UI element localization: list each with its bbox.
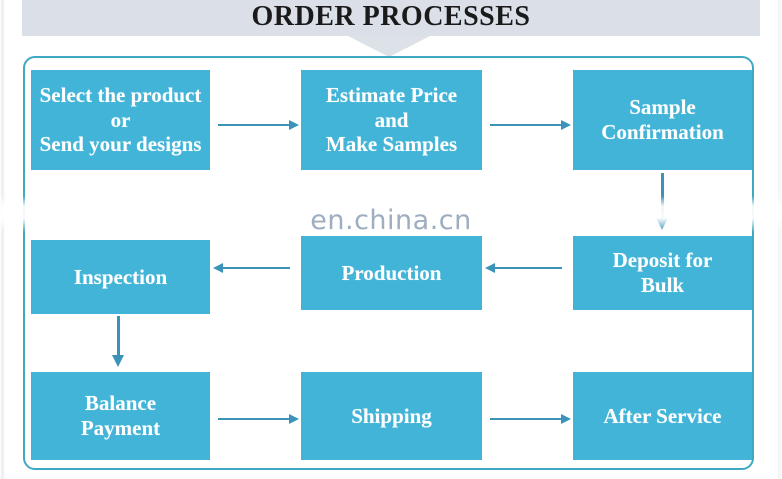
arrowhead-right-icon [561, 120, 571, 130]
arrow-deposit-to-production [485, 263, 562, 273]
node-after-service[interactable]: After Service [573, 372, 752, 460]
arrowhead-down-icon [112, 355, 124, 367]
node-deposit-for-bulk[interactable]: Deposit for Bulk [573, 236, 752, 310]
arrow-production-to-inspection [213, 263, 290, 273]
node-sample-confirmation-line2: Confirmation [601, 120, 724, 144]
node-sample-confirmation-line1: Sample [629, 95, 696, 120]
arrow-estimate-to-sample [490, 120, 571, 130]
diagram-frame [23, 56, 754, 470]
arrowhead-left-icon [485, 263, 495, 273]
arrowhead-right-icon [289, 414, 299, 424]
node-deposit-for-bulk-line2: Bulk [640, 273, 685, 297]
chevron-down-icon [348, 36, 430, 57]
node-select-product-line3: Send your designs [39, 132, 202, 157]
node-production[interactable]: Production [301, 236, 482, 310]
page-title: ORDER PROCESSES [251, 1, 531, 32]
arrow-shipping-to-after-service [490, 414, 571, 424]
node-sample-confirmation[interactable]: Sample Confirmation [573, 70, 752, 170]
node-estimate-price-line2: and [374, 107, 409, 132]
node-balance-payment[interactable]: Balance Payment [31, 372, 210, 460]
arrow-sample-to-deposit [656, 173, 668, 230]
node-shipping-line1: Shipping [351, 403, 432, 428]
arrow-balance-to-shipping [218, 414, 299, 424]
arrowhead-right-icon [289, 120, 299, 130]
node-balance-payment-line1: Balance [84, 391, 157, 416]
node-estimate-price[interactable]: Estimate Price and Make Samples [301, 70, 482, 170]
node-shipping[interactable]: Shipping [301, 372, 482, 460]
arrowhead-down-icon [656, 218, 668, 230]
node-balance-payment-line2: Payment [80, 416, 161, 440]
node-estimate-price-line1: Estimate Price [325, 82, 458, 107]
node-after-service-line1: After Service [603, 403, 722, 428]
arrowhead-left-icon [213, 263, 223, 273]
page-edge-left [0, 0, 5, 479]
node-inspection-line1: Inspection [73, 264, 168, 289]
node-deposit-for-bulk-line1: Deposit for [612, 248, 713, 273]
node-select-product[interactable]: Select the product or Send your designs [31, 70, 210, 170]
title-banner [22, 0, 760, 36]
page-edge-right [777, 0, 782, 479]
arrow-select-to-estimate [218, 120, 299, 130]
node-estimate-price-line3: Make Samples [325, 132, 458, 157]
node-select-product-line1: Select the product [39, 82, 202, 107]
node-production-line1: Production [341, 260, 442, 285]
arrow-inspection-to-balance [112, 316, 124, 367]
arrowhead-right-icon [561, 414, 571, 424]
node-inspection[interactable]: Inspection [31, 240, 210, 314]
node-select-product-line2: or [110, 107, 131, 132]
